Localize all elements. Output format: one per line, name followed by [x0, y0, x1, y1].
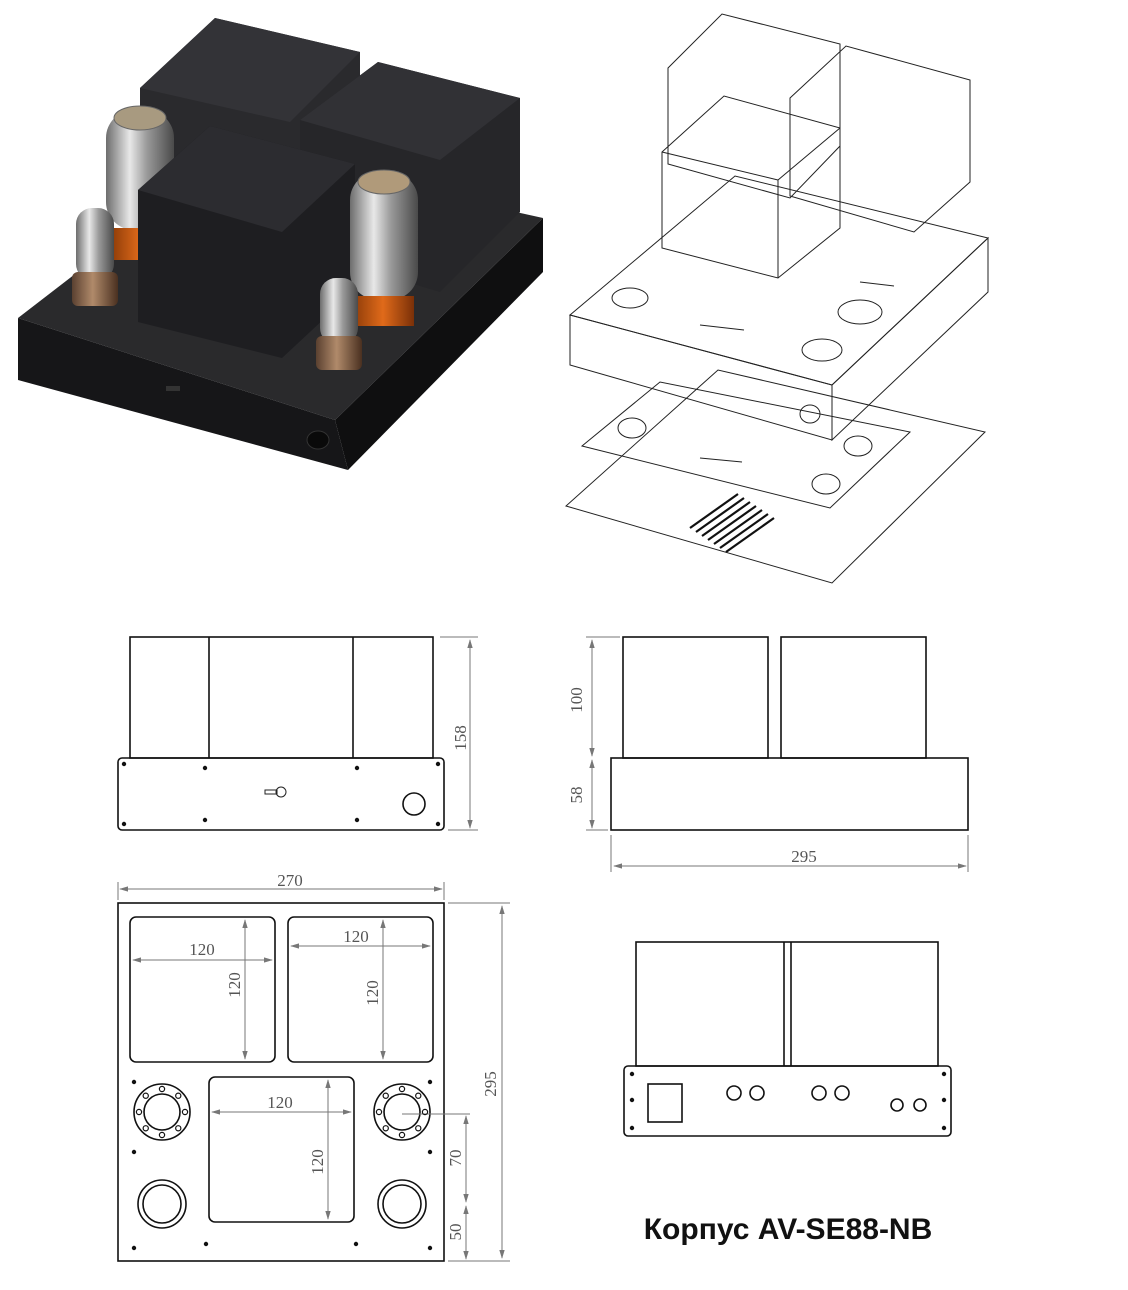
screw-hole	[435, 761, 441, 767]
chassis-box	[568, 175, 990, 386]
top-depth-dim: 295	[481, 1071, 500, 1097]
screw-hole	[202, 765, 208, 771]
screw-hole	[203, 1241, 209, 1247]
tube-spacing-dim: 70	[446, 1150, 465, 1167]
cutout-left-width: 120	[189, 940, 215, 959]
depth-dim: 295	[791, 847, 817, 866]
screw-hole	[427, 1149, 433, 1155]
side-view: 100 58 295	[567, 636, 969, 872]
screw-hole	[121, 821, 127, 827]
chassis-height-dim: 58	[567, 787, 586, 804]
top-view: 270 295 120 120 120 120 120 120	[117, 871, 510, 1262]
cutout-center-height: 120	[308, 1149, 327, 1175]
chassis-front	[18, 318, 348, 470]
width-dim: 270	[277, 871, 303, 890]
cutout-left	[129, 916, 276, 1063]
edge-offset-dim: 50	[446, 1224, 465, 1241]
screw-hole	[353, 1241, 359, 1247]
small-socket-left	[137, 1179, 187, 1229]
screw-hole	[427, 1245, 433, 1251]
socket-screw-hole	[375, 1108, 383, 1116]
iec-socket	[647, 1083, 683, 1123]
screw-hole	[354, 817, 360, 823]
screw-hole	[629, 1097, 635, 1103]
socket-screw-hole	[398, 1131, 406, 1139]
screw-hole	[131, 1149, 137, 1155]
socket-screw-hole	[158, 1085, 166, 1093]
cutout-right-height: 120	[363, 980, 382, 1006]
tube-socket-right	[373, 1083, 431, 1141]
small-tube-right	[320, 278, 358, 344]
screw-hole	[629, 1125, 635, 1131]
socket-screw-hole	[382, 1125, 389, 1132]
socket-screw-hole	[181, 1108, 189, 1116]
drawing-title: Корпус AV-SE88-NB	[644, 1213, 933, 1246]
cutout-center	[208, 1076, 355, 1223]
socket-screw-hole	[175, 1125, 182, 1132]
front-view: 158	[117, 636, 478, 831]
rear-view	[623, 941, 952, 1137]
screw-hole	[131, 1245, 137, 1251]
transformer-height-dim: 100	[567, 687, 586, 713]
wire-transformer-1	[667, 13, 841, 199]
socket-screw-hole	[142, 1092, 149, 1099]
screw-hole	[121, 761, 127, 767]
screw-hole	[941, 1071, 947, 1077]
screw-hole	[131, 1079, 137, 1085]
height-dim: 158	[451, 725, 470, 751]
screw-hole	[629, 1071, 635, 1077]
socket-screw-hole	[398, 1085, 406, 1093]
wire-transformer-3	[661, 95, 841, 279]
wire-transformer-2	[789, 45, 971, 233]
switch	[166, 386, 180, 391]
socket-screw-hole	[175, 1092, 182, 1099]
screw-hole	[202, 817, 208, 823]
side-chassis	[610, 757, 969, 831]
socket-screw-hole	[142, 1125, 149, 1132]
socket-screw-hole	[135, 1108, 143, 1116]
bottom-plate	[564, 369, 986, 584]
chassis-side	[335, 218, 543, 470]
cutout-center-width: 120	[267, 1093, 293, 1112]
render-3d	[18, 18, 543, 470]
screw-hole	[435, 821, 441, 827]
screw-hole	[941, 1125, 947, 1131]
top-outline	[117, 902, 445, 1262]
vent-slots	[689, 493, 775, 553]
front-panel	[117, 757, 445, 831]
socket-screw-hole	[415, 1125, 422, 1132]
small-tube-left	[76, 208, 114, 280]
socket-screw-hole	[421, 1108, 429, 1116]
cutout-right	[287, 916, 434, 1063]
tube-right	[350, 172, 418, 300]
small-socket-right	[377, 1179, 427, 1229]
mount-plate	[580, 381, 912, 509]
screw-hole	[354, 765, 360, 771]
socket-screw-hole	[382, 1092, 389, 1099]
rear-socket	[306, 430, 330, 450]
socket-screw-hole	[158, 1131, 166, 1139]
socket-screw-hole	[415, 1092, 422, 1099]
tube-socket-left	[133, 1083, 191, 1141]
screw-hole	[941, 1097, 947, 1103]
rear-panel	[623, 1065, 952, 1137]
cutout-left-height: 120	[225, 972, 244, 998]
exploded-view	[564, 13, 990, 584]
cutout-right-width: 120	[343, 927, 369, 946]
screw-hole	[427, 1079, 433, 1085]
